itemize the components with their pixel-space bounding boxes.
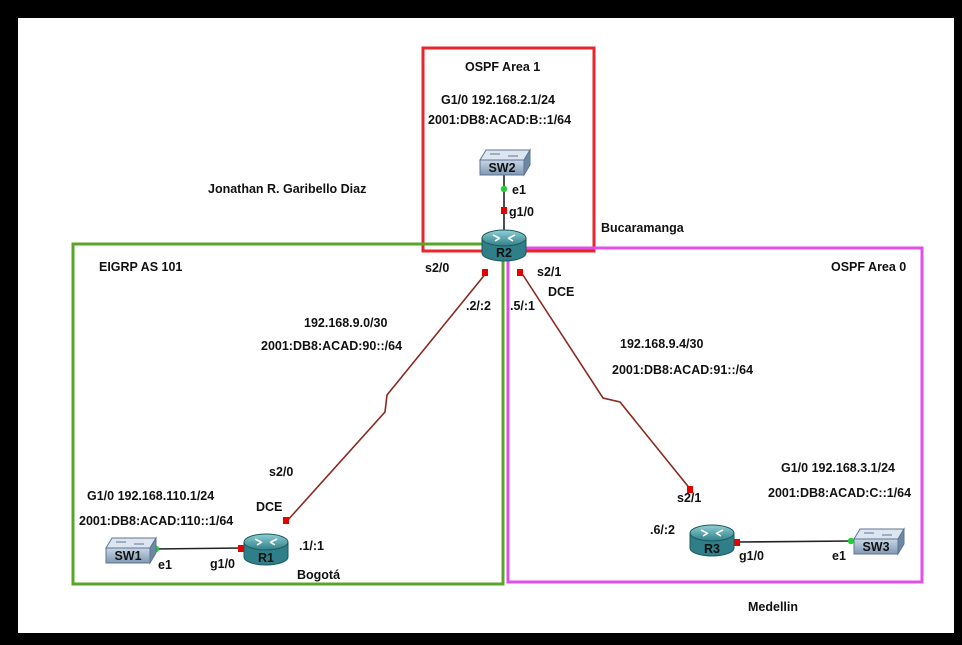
eigrp-label: EIGRP AS 101 <box>99 260 182 274</box>
port-r3-s21 <box>687 486 693 493</box>
router-icon <box>689 524 735 557</box>
ospf-area1-label: OSPF Area 1 <box>465 60 540 74</box>
serial-link-r1-r2 <box>286 271 488 522</box>
link-r3-sw3 <box>735 540 854 543</box>
diagram-background <box>18 18 954 633</box>
ospf-area0-box <box>506 246 924 584</box>
router-icon <box>481 229 527 262</box>
sw2-name: SW2 <box>488 161 515 175</box>
eigrp-area-box <box>71 242 505 586</box>
r1-lan-ipv6: 2001:DB8:ACAD:110::1/64 <box>79 514 233 528</box>
r1-dce-label: DCE <box>256 500 282 514</box>
r1-name: R1 <box>258 551 274 565</box>
switch-sw1[interactable]: SW1 <box>105 536 157 565</box>
switch-icon <box>853 527 905 556</box>
r2-lan-ipv6: 2001:DB8:ACAD:B::1/64 <box>428 113 571 127</box>
port-r3-g10 <box>734 539 740 546</box>
sw3-name: SW3 <box>862 540 889 554</box>
ospf-area0-label: OSPF Area 0 <box>831 260 906 274</box>
switch-sw2[interactable]: SW2 <box>479 148 531 177</box>
port-r1-g10 <box>238 545 244 552</box>
r1-host-label: .1/:1 <box>299 539 324 553</box>
r1-g10-label: g1/0 <box>210 557 235 571</box>
router-icon <box>243 533 289 566</box>
sw1-e1-label: e1 <box>158 558 172 572</box>
r2-host-left-label: .2/:2 <box>466 299 491 313</box>
r3-lan-ipv4: G1/0 192.168.3.1/24 <box>781 461 895 475</box>
r3-s21-label: s2/1 <box>677 491 701 505</box>
r3-host-label: .6/:2 <box>650 523 675 537</box>
wan-r1-r2-ipv6: 2001:DB8:ACAD:90::/64 <box>261 339 402 353</box>
author-label: Jonathan R. Garibello Diaz <box>208 182 366 196</box>
r2-lan-ipv4: G1/0 192.168.2.1/24 <box>441 93 555 107</box>
location-bogota: Bogotá <box>297 568 340 582</box>
port-sw2-e1 <box>500 185 508 193</box>
wan-r1-r2-ipv4: 192.168.9.0/30 <box>304 316 387 330</box>
location-medellin: Medellin <box>748 600 798 614</box>
r2-dce-label: DCE <box>548 285 574 299</box>
r2-s21-label: s2/1 <box>537 265 561 279</box>
r3-name: R3 <box>704 542 720 556</box>
r3-lan-ipv6: 2001:DB8:ACAD:C::1/64 <box>768 486 911 500</box>
r3-g10-label: g1/0 <box>739 549 764 563</box>
port-r2-s20 <box>482 269 488 276</box>
r2-s20-label: s2/0 <box>425 261 449 275</box>
serial-link-r2-r3 <box>520 271 692 491</box>
switch-sw3[interactable]: SW3 <box>853 527 905 556</box>
port-sw3-e1 <box>847 537 855 545</box>
port-r1-s20 <box>283 517 289 524</box>
r2-name: R2 <box>496 246 512 260</box>
router-r2[interactable]: R2 <box>481 229 527 262</box>
location-bucaramanga: Bucaramanga <box>601 221 685 235</box>
switch-icon <box>105 536 157 565</box>
sw2-e1-label: e1 <box>512 183 526 197</box>
r1-s20-label: s2/0 <box>269 465 293 479</box>
wan-r2-r3-ipv4: 192.168.9.4/30 <box>620 337 703 351</box>
sw3-e1-label: e1 <box>832 549 846 563</box>
r2-g10-label: g1/0 <box>509 205 534 219</box>
link-sw1-r1 <box>152 547 244 550</box>
sw1-name: SW1 <box>114 549 141 563</box>
r1-lan-ipv4: G1/0 192.168.110.1/24 <box>87 489 214 503</box>
port-r2-s21 <box>517 269 523 276</box>
r2-host-right-label: .5/:1 <box>510 299 535 313</box>
switch-icon <box>479 148 531 177</box>
router-r3[interactable]: R3 <box>689 524 735 557</box>
wan-r2-r3-ipv6: 2001:DB8:ACAD:91::/64 <box>612 363 753 377</box>
router-r1[interactable]: R1 <box>243 533 289 566</box>
port-r2-g10 <box>501 207 507 214</box>
